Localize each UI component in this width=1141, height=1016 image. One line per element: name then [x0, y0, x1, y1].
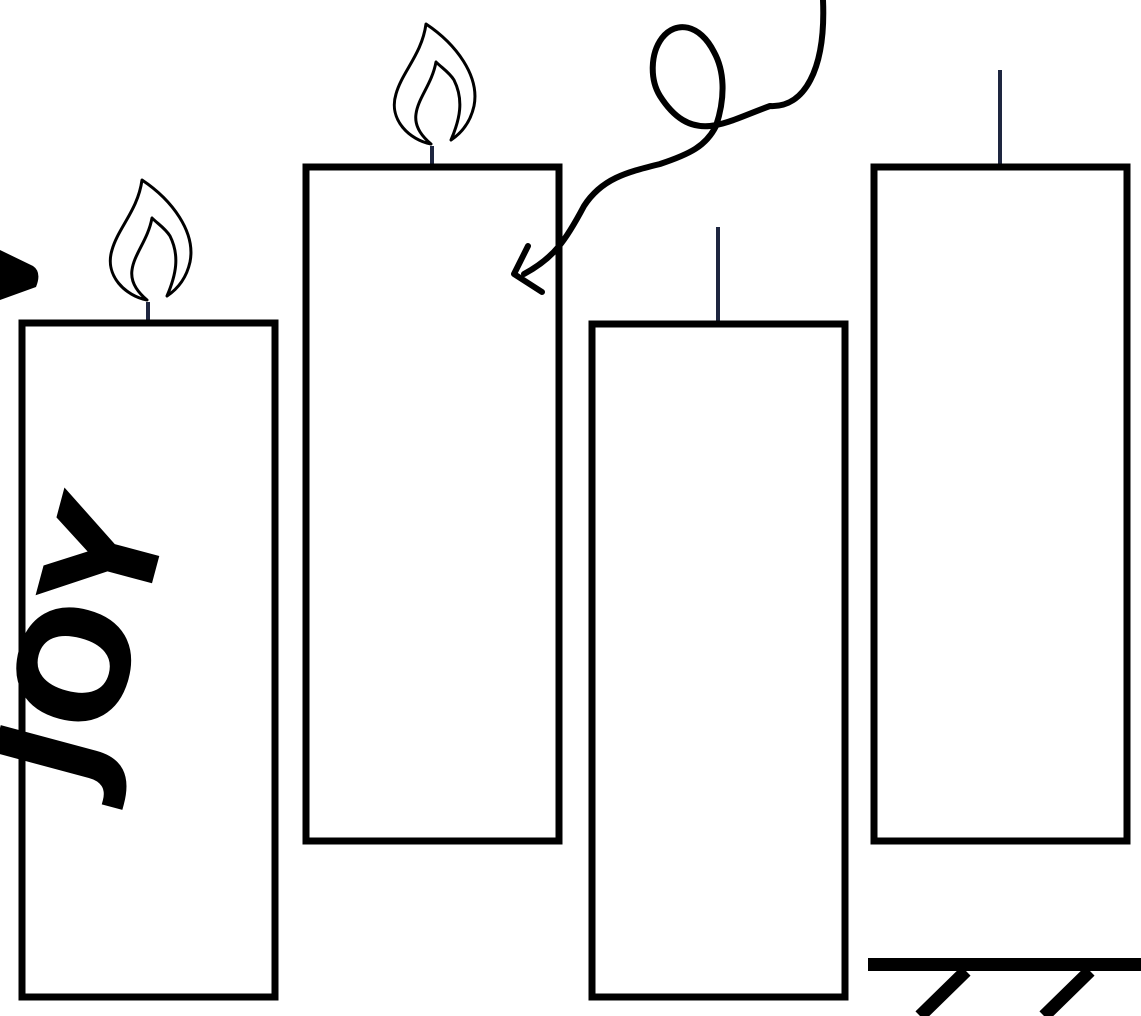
candle-4: [874, 70, 1127, 841]
candle-3: [592, 227, 845, 997]
stand-strut-2: [1044, 971, 1090, 1016]
candle-3-body: [592, 324, 845, 997]
curly-arrow: [514, 0, 823, 292]
candle-1: JOY: [0, 180, 275, 997]
candle-2-body: [306, 167, 559, 841]
candle-1-flame-icon: [110, 180, 191, 300]
candle-4-body: [874, 167, 1127, 841]
stand-rail: [868, 958, 1141, 971]
candle-stand-fragment: [868, 958, 1141, 1016]
curly-arrow-line: [524, 0, 823, 274]
stand-strut-1: [920, 971, 966, 1016]
candle-2: [306, 24, 559, 841]
candle-2-flame-icon: [394, 24, 475, 144]
left-pointer-icon: [0, 250, 38, 300]
